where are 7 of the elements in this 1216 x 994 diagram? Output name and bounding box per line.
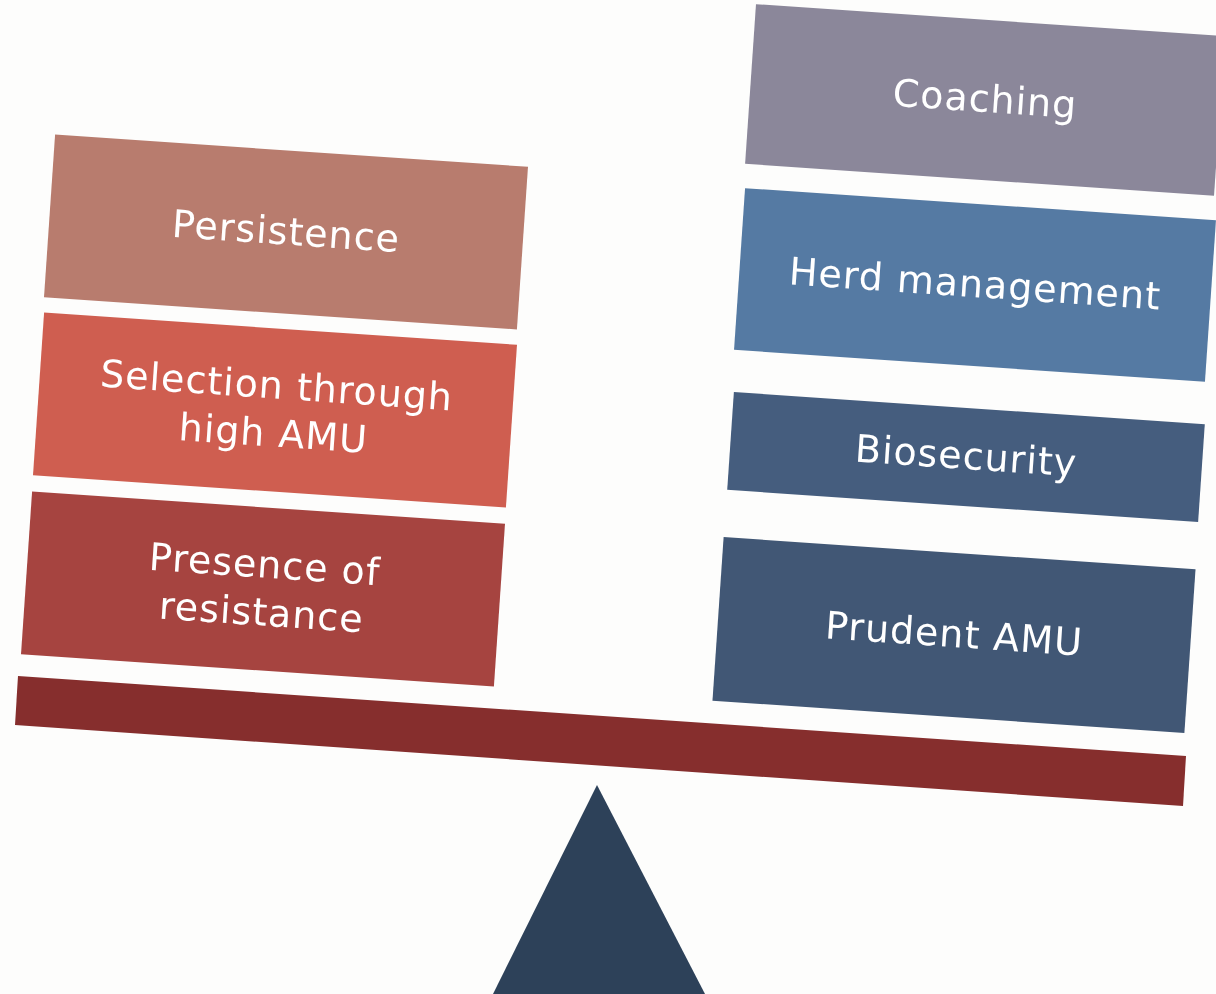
factor-label: Prudent AMU — [823, 602, 1085, 667]
factor-label: Coaching — [891, 70, 1079, 130]
factor-label: Persistence — [170, 200, 402, 263]
factor-label: Biosecurity — [853, 425, 1079, 488]
factor-label: Selection through high AMU — [97, 350, 456, 464]
factor-label: Presence of resistance — [146, 533, 383, 643]
factor-label: Herd management — [787, 248, 1163, 321]
